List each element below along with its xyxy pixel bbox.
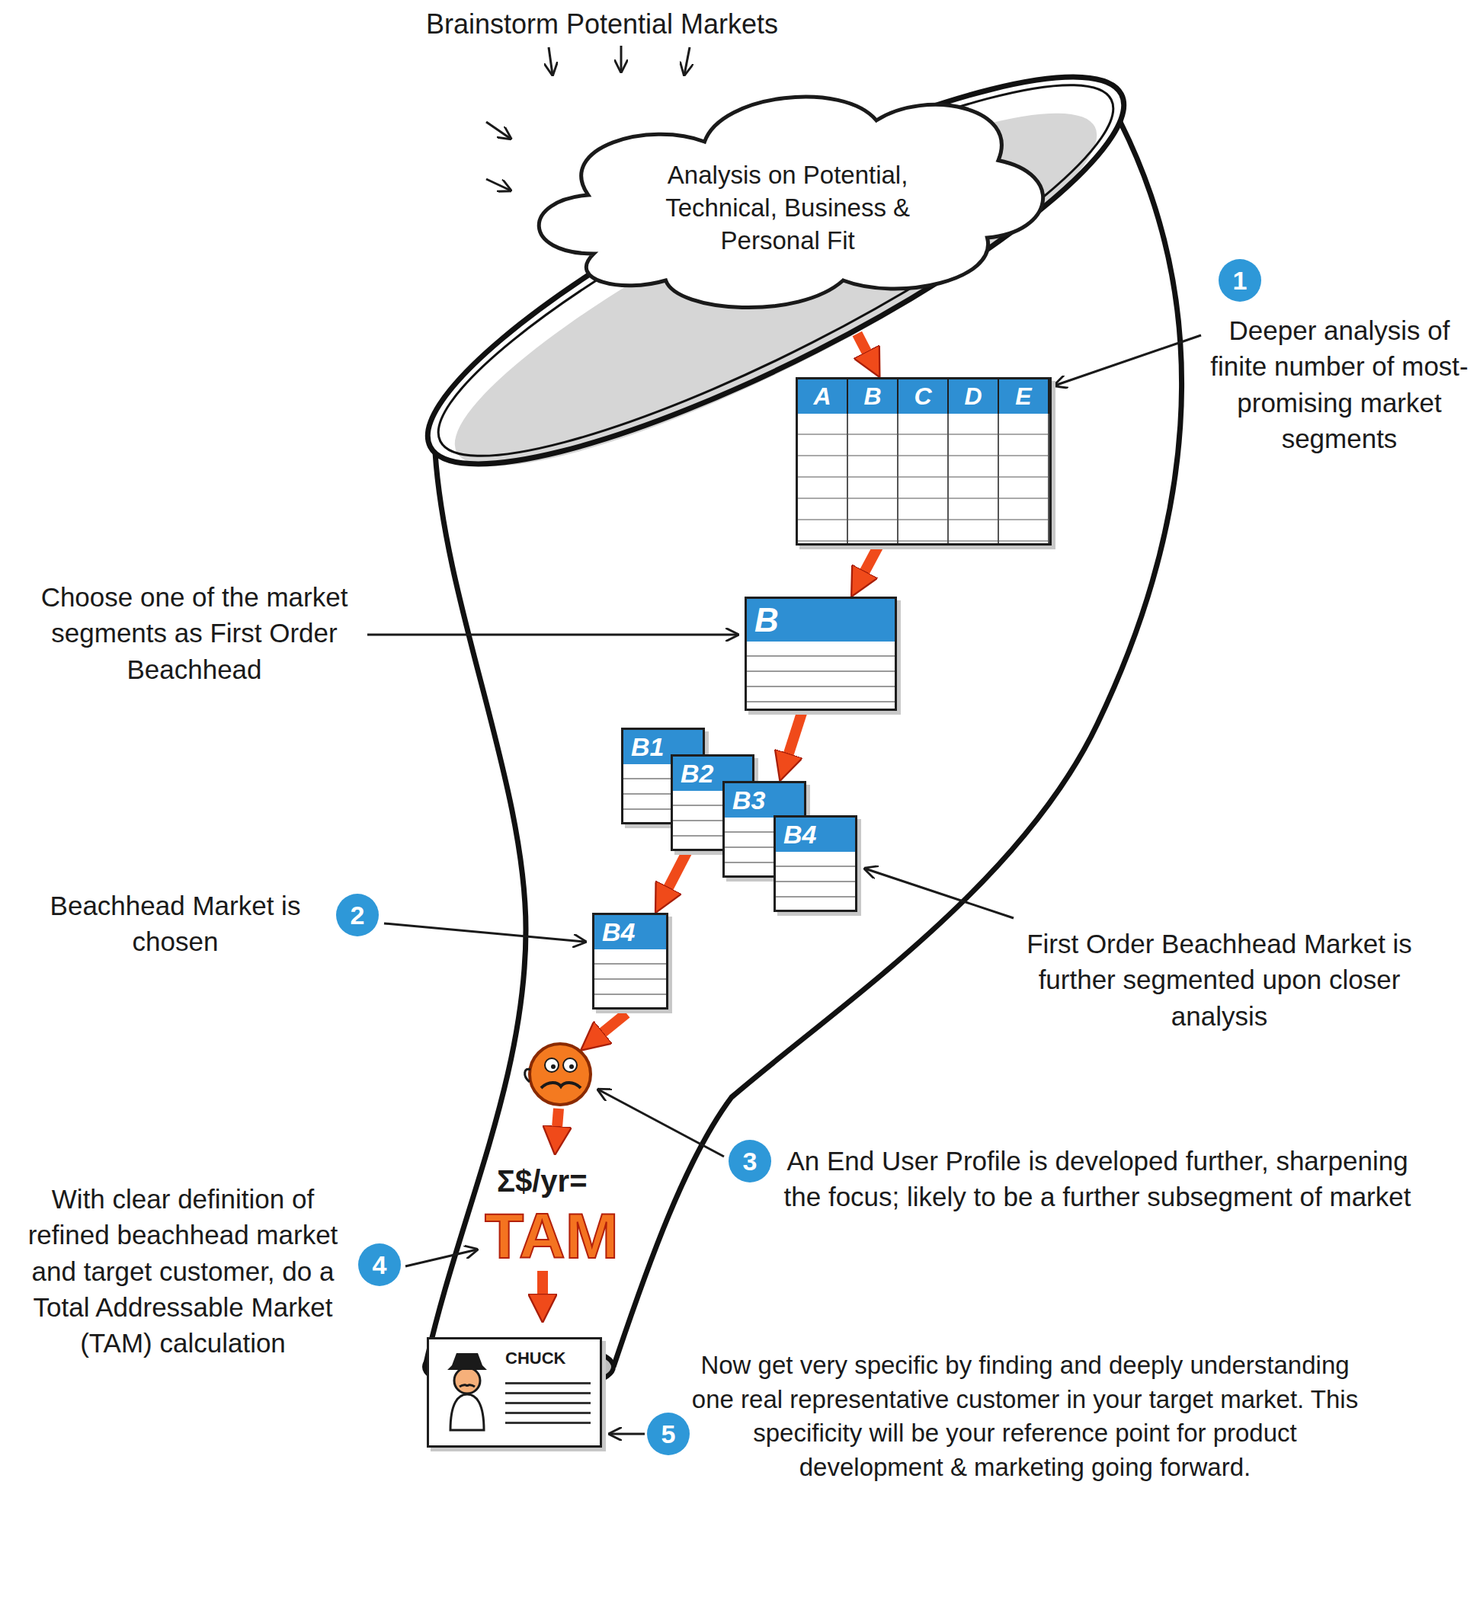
- callout-number: 5: [647, 1412, 690, 1456]
- leader-line: [384, 923, 586, 942]
- annotation: First Order Beachhead Market is further …: [990, 925, 1448, 1035]
- input-arrow: [486, 121, 511, 139]
- face-eye: [544, 1058, 559, 1073]
- leader-line: [405, 1249, 478, 1267]
- callout-number: 2: [336, 893, 379, 937]
- figure-head: [454, 1367, 481, 1394]
- flow-arrow: [864, 545, 879, 573]
- cloud-shape: [538, 96, 1043, 308]
- input-arrow: [620, 45, 623, 72]
- input-arrow: [548, 47, 553, 75]
- figure-hat: [447, 1353, 487, 1371]
- end-user-face: [525, 1044, 591, 1106]
- leader-line: [864, 868, 1014, 919]
- formula-text: Σ$/yr=: [496, 1164, 588, 1198]
- flow-arrow: [557, 1108, 559, 1128]
- flow-arrow: [602, 1013, 627, 1034]
- face-pupil: [569, 1064, 574, 1070]
- input-arrow: [684, 47, 690, 75]
- face-eye: [563, 1058, 577, 1073]
- segment-table: ABCDE: [795, 377, 1052, 546]
- face-mustache: [541, 1082, 581, 1089]
- annotation: Deeper analysis of finite number of most…: [1204, 312, 1475, 457]
- figure-body: [450, 1394, 484, 1431]
- annotation: An End User Profile is developed further…: [777, 1143, 1418, 1216]
- leader-line: [1054, 335, 1202, 386]
- segment-label: B4: [602, 917, 635, 947]
- input-arrow: [486, 179, 511, 191]
- card-body: [775, 852, 856, 910]
- callout-number: 3: [728, 1140, 772, 1183]
- segment-label: B3: [732, 785, 766, 815]
- card-header: B4: [775, 817, 856, 853]
- table-header: ABCDE: [797, 379, 1050, 414]
- table-body: [797, 413, 1050, 544]
- cloud-node: Analysis on Potential, Technical, Busine…: [510, 67, 1065, 334]
- column-header: C: [898, 379, 949, 414]
- tam-heading: TAM: [484, 1204, 619, 1269]
- column-header: B: [848, 379, 899, 414]
- annotation: Beachhead Market is chosen: [22, 887, 328, 961]
- segment-label: B4: [783, 819, 817, 849]
- annotation: Now get very specific by finding and dee…: [689, 1348, 1361, 1485]
- face-pupil: [550, 1064, 556, 1070]
- leader-line: [598, 1089, 724, 1157]
- leader-line: [367, 634, 738, 637]
- cloud-text: Analysis on Potential, Technical, Busine…: [635, 159, 941, 258]
- callout-number: 1: [1218, 259, 1262, 302]
- card-header: B: [746, 598, 895, 642]
- callout-number: 4: [358, 1243, 401, 1287]
- segment-label: B1: [630, 732, 664, 762]
- segment-card: B4: [592, 912, 669, 1010]
- column-header: E: [999, 379, 1050, 414]
- customer-name: CHUCK: [505, 1348, 591, 1369]
- annotation: With clear definition of refined beachhe…: [19, 1181, 347, 1362]
- annotation: Brainstorm Potential Markets: [396, 6, 808, 44]
- card-body: [746, 641, 895, 709]
- flow-arrow: [857, 333, 868, 353]
- segment-card: B: [744, 596, 897, 712]
- segment-label: B2: [680, 759, 714, 788]
- flow-arrow: [537, 1271, 548, 1296]
- annotation: Choose one of the market segments as Fir…: [30, 579, 359, 688]
- card-header: B4: [594, 915, 667, 950]
- flow-arrow: [668, 851, 688, 889]
- customer-figure: [436, 1350, 498, 1435]
- leader-line: [609, 1433, 645, 1436]
- customer-card: CHUCK: [426, 1337, 603, 1448]
- flow-arrow: [787, 711, 803, 756]
- segment-label: B: [754, 601, 779, 639]
- segment-card: B4: [773, 815, 858, 913]
- figure-mustache: [459, 1385, 475, 1387]
- column-header: D: [948, 379, 1000, 414]
- column-header: A: [797, 379, 849, 414]
- card-body: [594, 949, 667, 1008]
- card-header: B3: [724, 783, 804, 818]
- profile-lines: [505, 1374, 591, 1429]
- face-circle: [529, 1044, 591, 1106]
- face-ear: [525, 1069, 531, 1083]
